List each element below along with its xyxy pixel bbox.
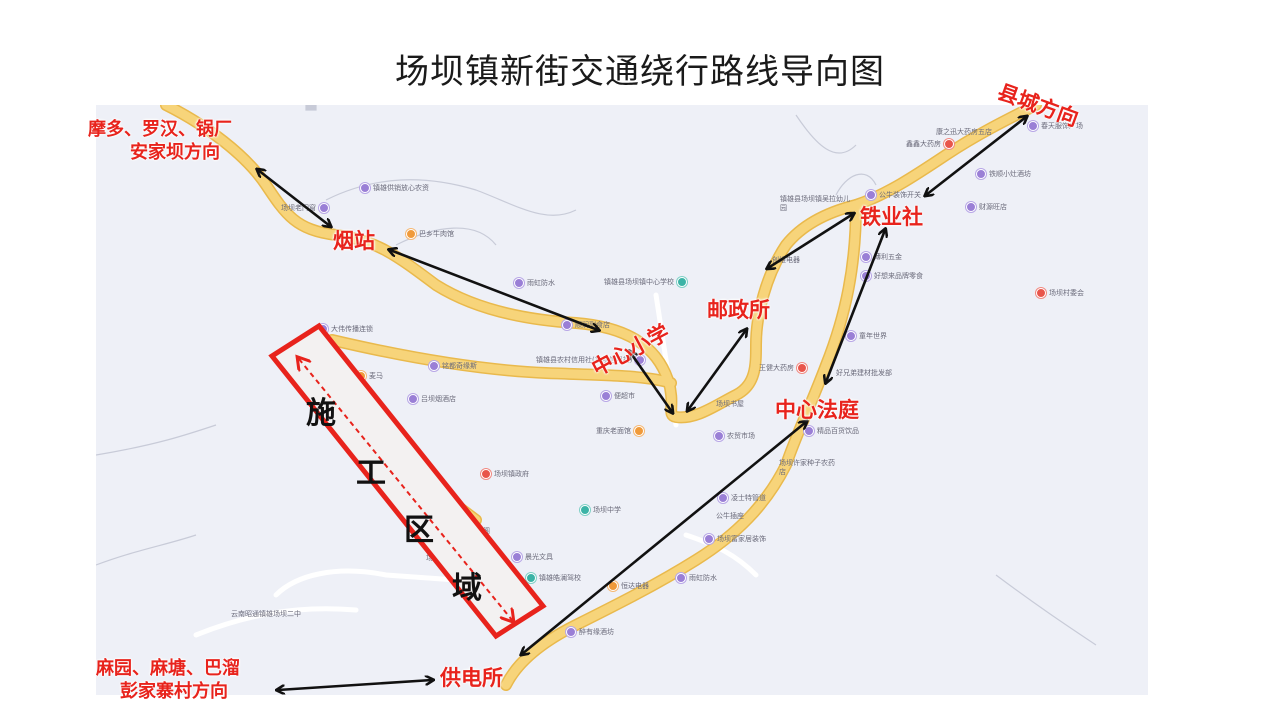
poi-pin-icon xyxy=(608,581,618,591)
poi-zhongxin-school[interactable]: 镇雄县场坝镇中心学校 xyxy=(604,277,687,287)
zone-char: 工 xyxy=(356,456,386,491)
label-tieyeshe: 铁业社 xyxy=(860,205,923,229)
poi-pin-icon xyxy=(846,331,856,341)
label-topleft-direction: 摩多、罗汉、锅厂 安家坝方向 xyxy=(88,119,232,163)
poi-zhengfu[interactable]: 场坝镇政府 xyxy=(481,469,529,479)
poi-youeryuan[interactable]: 镇雄县场坝镇吴拉幼儿园 xyxy=(780,195,850,212)
poi-shuwu[interactable]: 场坝书屋 xyxy=(716,400,744,408)
zone-char: 施 xyxy=(306,396,336,431)
poi-pin-icon xyxy=(634,426,644,436)
label-bottomleft-direction: 麻园、麻塘、巴溜 彭家寨村方向 xyxy=(96,658,240,702)
poi-pin-icon xyxy=(456,526,466,536)
school-icon xyxy=(526,573,536,583)
poi-pin-icon xyxy=(562,320,572,330)
poi-jiaxiao[interactable]: 镇雄皓澜驾校 xyxy=(526,573,581,583)
school-icon xyxy=(677,277,687,287)
poi-bianchaoshi[interactable]: 便超市 xyxy=(601,391,635,401)
poi-pin-icon xyxy=(360,183,370,193)
poi-haoxianglai[interactable]: 好想来品牌零食 xyxy=(861,271,923,281)
government-icon xyxy=(481,469,491,479)
poi-tongnian[interactable]: 童年世界 xyxy=(846,331,887,341)
zone-char: 域 xyxy=(452,571,482,606)
poi-chuangwei[interactable]: 创维电器 xyxy=(772,256,800,264)
poi-yuhong2[interactable]: 雨虹防水 xyxy=(676,573,717,583)
poi-maima[interactable]: 麦马 xyxy=(356,371,383,381)
zone-char: 区 xyxy=(404,513,434,548)
poi-yixiang[interactable]: 逸香阁 xyxy=(456,526,490,536)
poi-pin-icon xyxy=(676,573,686,583)
poi-pin-icon xyxy=(406,229,416,239)
poi-lingshite[interactable]: 凌士特管道 xyxy=(718,493,766,503)
poi-pin-icon xyxy=(601,391,611,401)
poi-pin-icon xyxy=(408,394,418,404)
label-youzhengsuo: 邮政所 xyxy=(707,298,770,322)
pharmacy-icon xyxy=(797,363,807,373)
poi-jingpin[interactable]: 精品百货饮品 xyxy=(804,426,859,436)
poi-pin-icon xyxy=(976,169,986,179)
poi-fujia[interactable]: 场坝富家居装饰 xyxy=(704,534,766,544)
poi-kangzhixun[interactable]: 康之迅大药房五店 xyxy=(936,128,992,136)
poi-pin-icon xyxy=(514,278,524,288)
pharmacy-icon xyxy=(944,139,954,149)
poi-changbazhen[interactable]: 场坝镇 xyxy=(468,542,489,550)
label-zhongxin-fating: 中心法庭 xyxy=(775,398,859,422)
school-icon xyxy=(580,505,590,515)
poi-pin-icon xyxy=(1028,121,1038,131)
poi-gongxiao[interactable]: 镇雄供销放心农资 xyxy=(360,183,429,193)
poi-pin-icon xyxy=(861,271,871,281)
poi-pin-icon xyxy=(429,361,439,371)
poi-chenguang[interactable]: 晨光文具 xyxy=(512,552,553,562)
poi-pin-icon xyxy=(566,627,576,637)
poi-lvba[interactable]: 吕坝烟酒店 xyxy=(408,394,456,404)
poi-hengda[interactable]: 恒达电器 xyxy=(608,581,649,591)
government-icon xyxy=(1036,288,1046,298)
poi-pin-icon xyxy=(704,534,714,544)
poi-caiyuan[interactable]: 财源旺店 xyxy=(966,202,1007,212)
poi-chongqing[interactable]: 重庆老面馆 xyxy=(596,426,644,436)
poi-cunweihui[interactable]: 场坝村委会 xyxy=(1036,288,1084,298)
poi-pin-icon xyxy=(714,431,724,441)
poi-haoxiongdi[interactable]: 好兄弟建材批发部 xyxy=(836,369,892,377)
poi-pin-icon xyxy=(861,252,871,262)
poi-nongmao[interactable]: 农贸市场 xyxy=(714,431,755,441)
page-title: 场坝镇新街交通绕行路线导向图 xyxy=(395,52,885,92)
poi-pin-icon xyxy=(966,202,976,212)
poi-sheying[interactable]: 场坝摄影工作室 xyxy=(426,554,475,562)
poi-wangjian[interactable]: 王健大药房 xyxy=(759,363,807,373)
poi-gongniu-chazuo[interactable]: 公牛插座 xyxy=(716,512,744,520)
poi-pin-icon xyxy=(318,324,328,334)
poi-pin-icon xyxy=(356,371,366,381)
poi-boli[interactable]: 薄利五金 xyxy=(861,252,902,262)
label-yanzhan: 烟站 xyxy=(333,229,375,253)
poi-erzhong[interactable]: 云南昭通镇雄场坝二中 xyxy=(231,610,301,618)
poi-zuiyouyuan[interactable]: 醉有缘酒坊 xyxy=(566,627,614,637)
poi-mingdu[interactable]: 铭都奇缘斯 xyxy=(429,361,477,371)
poi-pin-icon xyxy=(319,203,329,213)
label-gongdiansuo: 供电所 xyxy=(440,666,503,690)
map-canvas[interactable]: 镇雄供销放心农资 巴乡牛肉馆 场坝老门窗 雨虹防水 镇雄县场坝镇中心学校 顺润副… xyxy=(96,105,1148,695)
poi-tieshun[interactable]: 铁顺小灶酒坊 xyxy=(976,169,1031,179)
poi-pin-icon xyxy=(512,552,522,562)
poi-bazhang[interactable]: 巴乡牛肉馆 xyxy=(406,229,454,239)
poi-shunrun[interactable]: 顺润副食店 xyxy=(562,320,610,330)
poi-pin-icon xyxy=(718,493,728,503)
poi-xujia[interactable]: 场坝许家种子农药店 xyxy=(779,459,835,476)
poi-gongniu[interactable]: 公牛装饰开关 xyxy=(866,190,921,200)
poi-xinxin[interactable]: 鑫鑫大药房 xyxy=(906,139,954,149)
poi-yuhong[interactable]: 雨虹防水 xyxy=(514,278,555,288)
poi-zhongxue[interactable]: 场坝中学 xyxy=(580,505,621,515)
poi-laomenchuang[interactable]: 场坝老门窗 xyxy=(281,203,329,213)
poi-pin-icon xyxy=(866,190,876,200)
poi-dawei[interactable]: 大伟传播连锁 xyxy=(318,324,373,334)
poi-pin-icon xyxy=(804,426,814,436)
